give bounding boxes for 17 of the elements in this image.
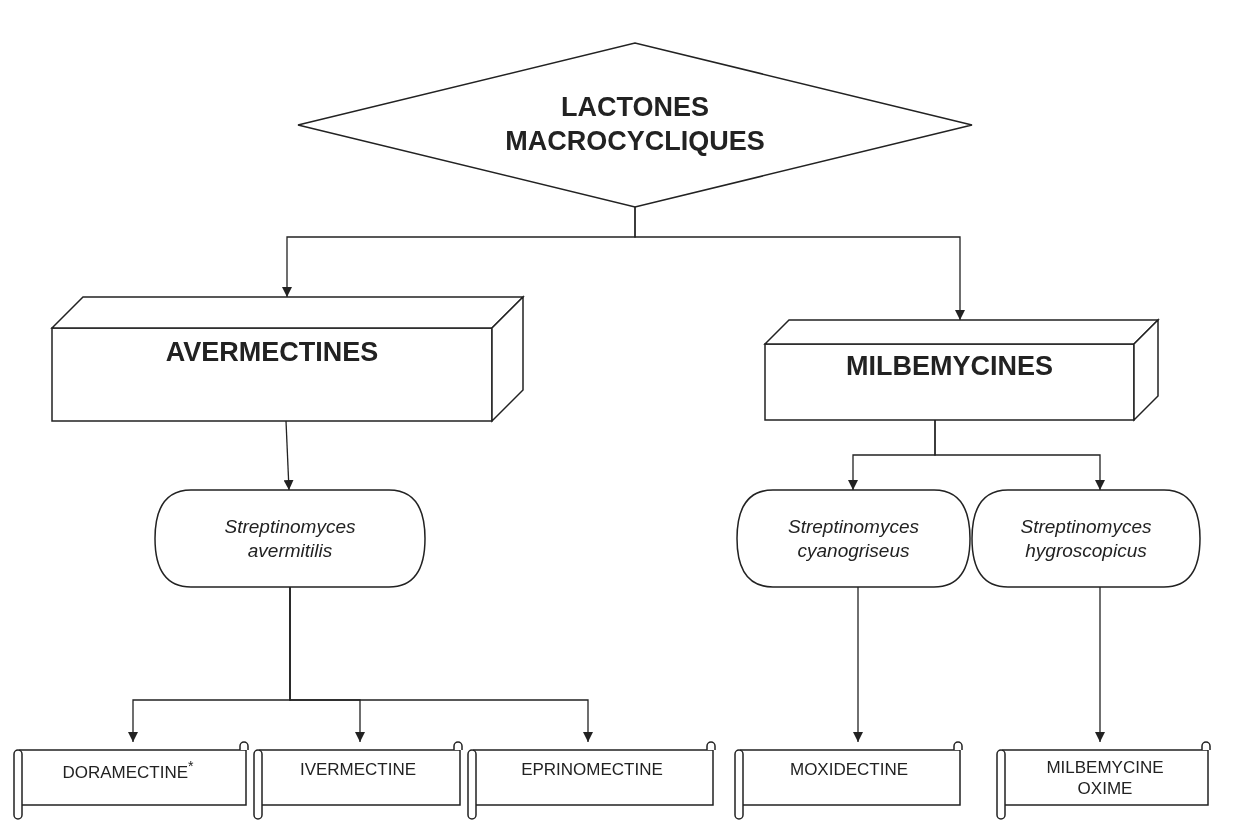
node-label: IVERMECTINE (299, 759, 417, 781)
arrow (1095, 586, 1105, 743)
node-label: DORAMECTINE$^{*}$ (62, 757, 194, 783)
species-name: Streptinomyces cyanogriseus (787, 514, 920, 563)
node-label: AVERMECTINES (165, 336, 379, 370)
node-label: LACTONES MACROCYCLIQUES (504, 91, 766, 158)
node-label: MILBEMYCINE OXIME (1045, 756, 1165, 800)
node-label: MOXIDECTINE (789, 759, 909, 781)
arrow (283, 420, 294, 491)
node-label: EPRINOMECTINE (521, 759, 663, 781)
species-name: Streptinomyces hygroscopicus (1019, 514, 1153, 563)
species-name: Streptinomyces avermitilis (223, 514, 357, 563)
arrow (853, 586, 863, 743)
arrow (934, 419, 1105, 491)
arrow (289, 586, 593, 743)
arrow (634, 206, 965, 321)
node-label: MILBEMYCINES (846, 350, 1053, 384)
